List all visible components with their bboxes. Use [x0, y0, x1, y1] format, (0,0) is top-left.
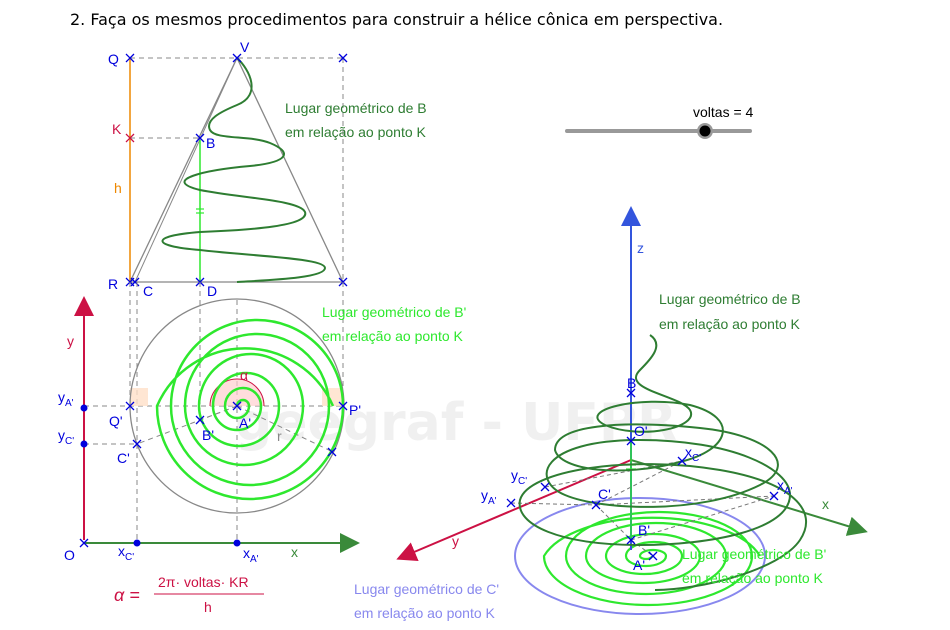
- label-R: R: [108, 276, 118, 292]
- slider-label: voltas = 4: [693, 104, 754, 120]
- locus-Bp-line2: em relação ao ponto K: [322, 328, 464, 344]
- label-Cp-3d: C': [598, 486, 611, 502]
- locus-Bp-3d-line1: Lugar geométrico de B': [682, 546, 826, 562]
- locus-B-line1: Lugar geométrico de B: [285, 100, 427, 116]
- label-Ap-3d: A': [633, 557, 645, 573]
- spiral-perspective: [542, 510, 761, 607]
- svg-text:xA': xA': [777, 477, 793, 497]
- svg-text:xC': xC': [685, 444, 701, 464]
- svg-text:xA': xA': [243, 545, 259, 565]
- label-Pp: P': [349, 402, 361, 418]
- formula-lhs: α =: [114, 585, 140, 605]
- label-Cp: C': [117, 450, 130, 466]
- label-O: O: [64, 547, 75, 563]
- label-z: z: [637, 240, 644, 256]
- ellipse-locus-C: [514, 497, 766, 615]
- locus-Bp-3d-line2: em relação ao ponto K: [682, 570, 824, 586]
- y-axis-perspective: [396, 459, 632, 561]
- svg-text:xC': xC': [118, 543, 134, 563]
- label-r: r: [277, 428, 282, 444]
- svg-text:yA': yA': [481, 487, 497, 507]
- label-C: C: [143, 283, 153, 299]
- label-Q: Q: [108, 51, 119, 67]
- label-Bp: B': [202, 427, 214, 443]
- formula-denominator: h: [204, 599, 212, 615]
- locus-Bp-line1: Lugar geométrico de B': [322, 304, 466, 320]
- label-B: B: [206, 135, 215, 151]
- locus-B-line2: em relação ao ponto K: [285, 124, 427, 140]
- perspective-view: z B O' xC' yC' yA' C' xA' x B' A' y Luga…: [354, 206, 868, 621]
- instruction-text: 2. Faça os mesmos procedimentos para con…: [70, 10, 724, 29]
- label-Bp-3d: B': [638, 522, 650, 538]
- svg-text:yC': yC': [511, 467, 527, 487]
- x-axis-perspective: [630, 459, 868, 536]
- label-x-3d: x: [822, 496, 829, 512]
- locus-B-3d-line1: Lugar geométrico de B: [659, 291, 801, 307]
- label-B-3d: B: [627, 375, 636, 391]
- slider-knob[interactable]: [699, 125, 711, 137]
- conic-helix-perspective: [518, 334, 807, 591]
- label-K: K: [112, 121, 122, 137]
- label-y: y: [67, 333, 74, 349]
- formula-numerator: 2π· voltas· KR: [158, 574, 249, 590]
- plan-view: y yA' yC' Q' A' B' C' P' r α O xC' xA' x…: [58, 282, 466, 615]
- svg-text:yA': yA': [58, 389, 74, 409]
- label-Ap: A': [239, 415, 251, 431]
- label-Qp: Q': [109, 413, 123, 429]
- locus-Cp-line2: em relação ao ponto K: [354, 605, 496, 621]
- conic-helix-elevation: [161, 57, 327, 283]
- spiral-plan: [155, 318, 345, 501]
- label-x: x: [291, 544, 298, 560]
- voltas-slider[interactable]: voltas = 4: [565, 104, 754, 139]
- cone-elevation: Q V K B h R C D Lugar geométrico de B em…: [108, 39, 427, 299]
- label-Op: O': [634, 423, 648, 439]
- label-h: h: [114, 180, 122, 196]
- locus-B-3d-line2: em relação ao ponto K: [659, 316, 801, 332]
- label-y-3d: y: [452, 533, 459, 549]
- label-alpha: α: [240, 367, 248, 383]
- label-D: D: [207, 283, 217, 299]
- svg-text:yC': yC': [58, 427, 74, 447]
- cone-outline: [128, 56, 345, 283]
- label-V: V: [240, 39, 250, 55]
- locus-Cp-line1: Lugar geométrico de C': [354, 581, 499, 597]
